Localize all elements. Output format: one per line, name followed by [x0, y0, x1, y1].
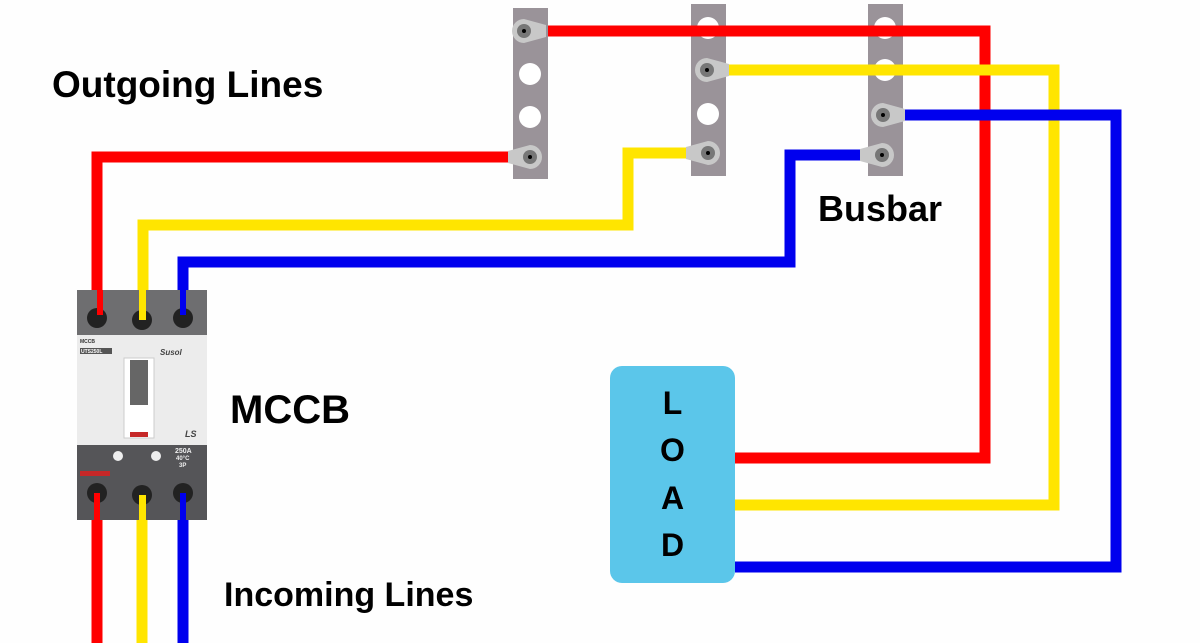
mccb-tag: MCCB [80, 339, 95, 345]
red-wire-busbar-load [548, 25, 991, 464]
mccb-poles: 3P [179, 463, 186, 469]
blue-wire-busbar-load [735, 109, 1122, 573]
load-letter: O [660, 432, 685, 469]
incoming-lines-label: Incoming Lines [224, 576, 474, 614]
mccb-breaker: MCCB UTS250L Susol LS 250A 40°C 3P [77, 290, 207, 520]
red-wire-mccb-busbar [91, 151, 515, 310]
mccb-rating: 250A [175, 448, 192, 455]
load-letter: L [662, 385, 683, 422]
load-box: L O A D [610, 366, 735, 583]
busbar-label: Busbar [818, 188, 943, 229]
outgoing-lines-label: Outgoing Lines [52, 64, 324, 105]
yellow-wire-mccb-busbar [137, 147, 695, 320]
blue-wire-mccb-busbar [177, 149, 862, 315]
mccb-brand: Susol [160, 348, 183, 357]
terminal-lugs [508, 19, 905, 169]
load-letter: A [660, 479, 685, 516]
mccb-temp: 40°C [176, 456, 190, 462]
yellow-wire-busbar-load [726, 64, 1060, 511]
load-letter: D [660, 526, 685, 563]
mccb-model: UTS250L [81, 349, 102, 355]
mccb-label: MCCB [230, 388, 350, 432]
mccb-maker: LS [185, 429, 197, 439]
